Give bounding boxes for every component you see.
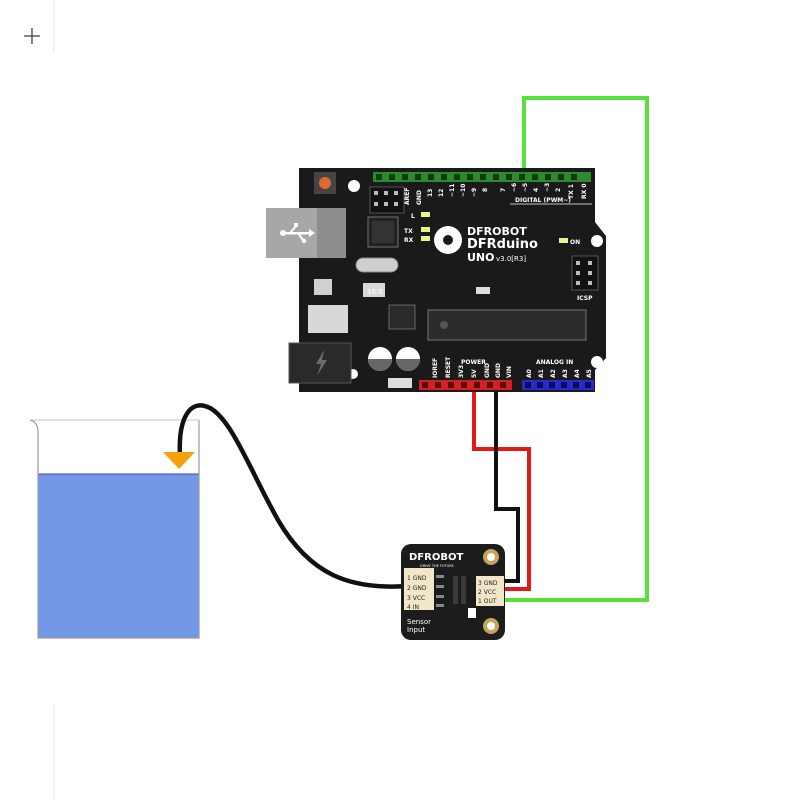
pin-4: 4 [533, 188, 540, 192]
pin-12: 12 [438, 189, 445, 197]
pin-7: 7 [500, 188, 507, 192]
usb-icon [280, 223, 315, 244]
digital-pin-labels: AREF GND 13 12 ~11 ~10 ~9 8 7 ~6 ~5 4 ~3… [404, 183, 588, 205]
led-l-label: L [411, 213, 415, 220]
pin-a2: A2 [550, 369, 557, 378]
module-right-pin-1: 3 GND [478, 580, 498, 587]
board-model: DFRduino [467, 237, 538, 252]
pin-gnd-2: GND [495, 363, 502, 378]
module-brand: DFROBOT [409, 552, 463, 563]
pin-2: 2 [555, 188, 562, 192]
water [37, 473, 200, 639]
pin-6: ~6 [511, 183, 518, 192]
module-input-connector [404, 568, 434, 610]
pin-a4: A4 [574, 369, 581, 378]
led-tx-label: TX [404, 228, 413, 235]
module-right-pin-2: 2 VCC [478, 589, 496, 596]
module-caption-2: Input [407, 626, 425, 634]
pin-ioref: IOREF [432, 358, 439, 378]
beaker [29, 419, 200, 639]
pin-gnd: GND [416, 190, 423, 205]
power-label: POWER [461, 359, 486, 366]
pin-13: 13 [427, 189, 434, 197]
pin-reset: RESET [445, 356, 452, 378]
icsp-header [571, 255, 599, 291]
pin-3v3: 3V3 [458, 365, 465, 378]
dfrobot-gear-icon [434, 226, 462, 254]
arduino-board: 16.0 ICSP L TX RX ON [266, 168, 606, 392]
pin-10: ~10 [460, 184, 467, 197]
atmega-chip [427, 309, 587, 341]
pin-a3: A3 [562, 369, 569, 378]
pin-aref: AREF [404, 188, 411, 205]
wire-5v-red [472, 386, 531, 591]
analog-header [522, 380, 594, 390]
analog-pin-labels: A0 A1 A2 A3 A4 A5 [526, 369, 593, 378]
pin-5v: 5V [471, 369, 478, 378]
pin-gnd-1: GND [484, 363, 491, 378]
pin-tx1: TX 1 [568, 184, 575, 199]
crosshair-icon[interactable] [24, 28, 40, 44]
module-output-connector [476, 576, 504, 606]
pin-11: ~11 [449, 184, 456, 197]
module-caption-1: Sensor [407, 618, 431, 626]
digital-label: DIGITAL (PWM~) [515, 197, 571, 204]
wire-signal-green [505, 96, 649, 602]
pin-3: ~3 [544, 183, 551, 192]
pin-a5: A5 [586, 369, 593, 378]
pin-5: ~5 [522, 183, 529, 192]
probe-cable [177, 403, 411, 589]
pin-9: ~9 [471, 188, 478, 197]
module-left-pin-2: 2 GND [407, 585, 427, 592]
module-left-pin-1: 1 GND [407, 575, 427, 582]
pin-a0: A0 [526, 369, 533, 378]
power-pin-labels: IOREF RESET 3V3 5V GND GND VIN [432, 356, 513, 378]
module-right-pin-3: 1 OUT [478, 598, 497, 605]
beaker-outline [29, 419, 200, 639]
sensor-module: DFROBOT DRIVE THE FUTURE 1 GND 2 GND 3 V… [401, 544, 505, 640]
lightning-icon [316, 350, 327, 376]
module-tagline: DRIVE THE FUTURE [420, 564, 454, 568]
led-on-label: ON [570, 239, 580, 246]
module-left-pin-4: 4 IN [407, 604, 419, 611]
crystal-label: 16.0 [367, 288, 383, 296]
pin-vin: VIN [506, 366, 513, 378]
module-left-pin-3: 3 VCC [407, 595, 425, 602]
icsp-label: ICSP [577, 295, 593, 302]
board-version-main: UNO [467, 251, 495, 264]
analog-label: ANALOG IN [536, 359, 573, 366]
board-brand: DFROBOT [467, 225, 527, 238]
board-version-sub: v3.0[R3] [496, 255, 526, 263]
probe-arrow-icon [163, 452, 195, 469]
pin-rx0: RX 0 [581, 183, 588, 199]
pin-8: 8 [482, 188, 489, 192]
led-rx-label: RX [404, 237, 414, 244]
pin-a1: A1 [538, 369, 545, 378]
